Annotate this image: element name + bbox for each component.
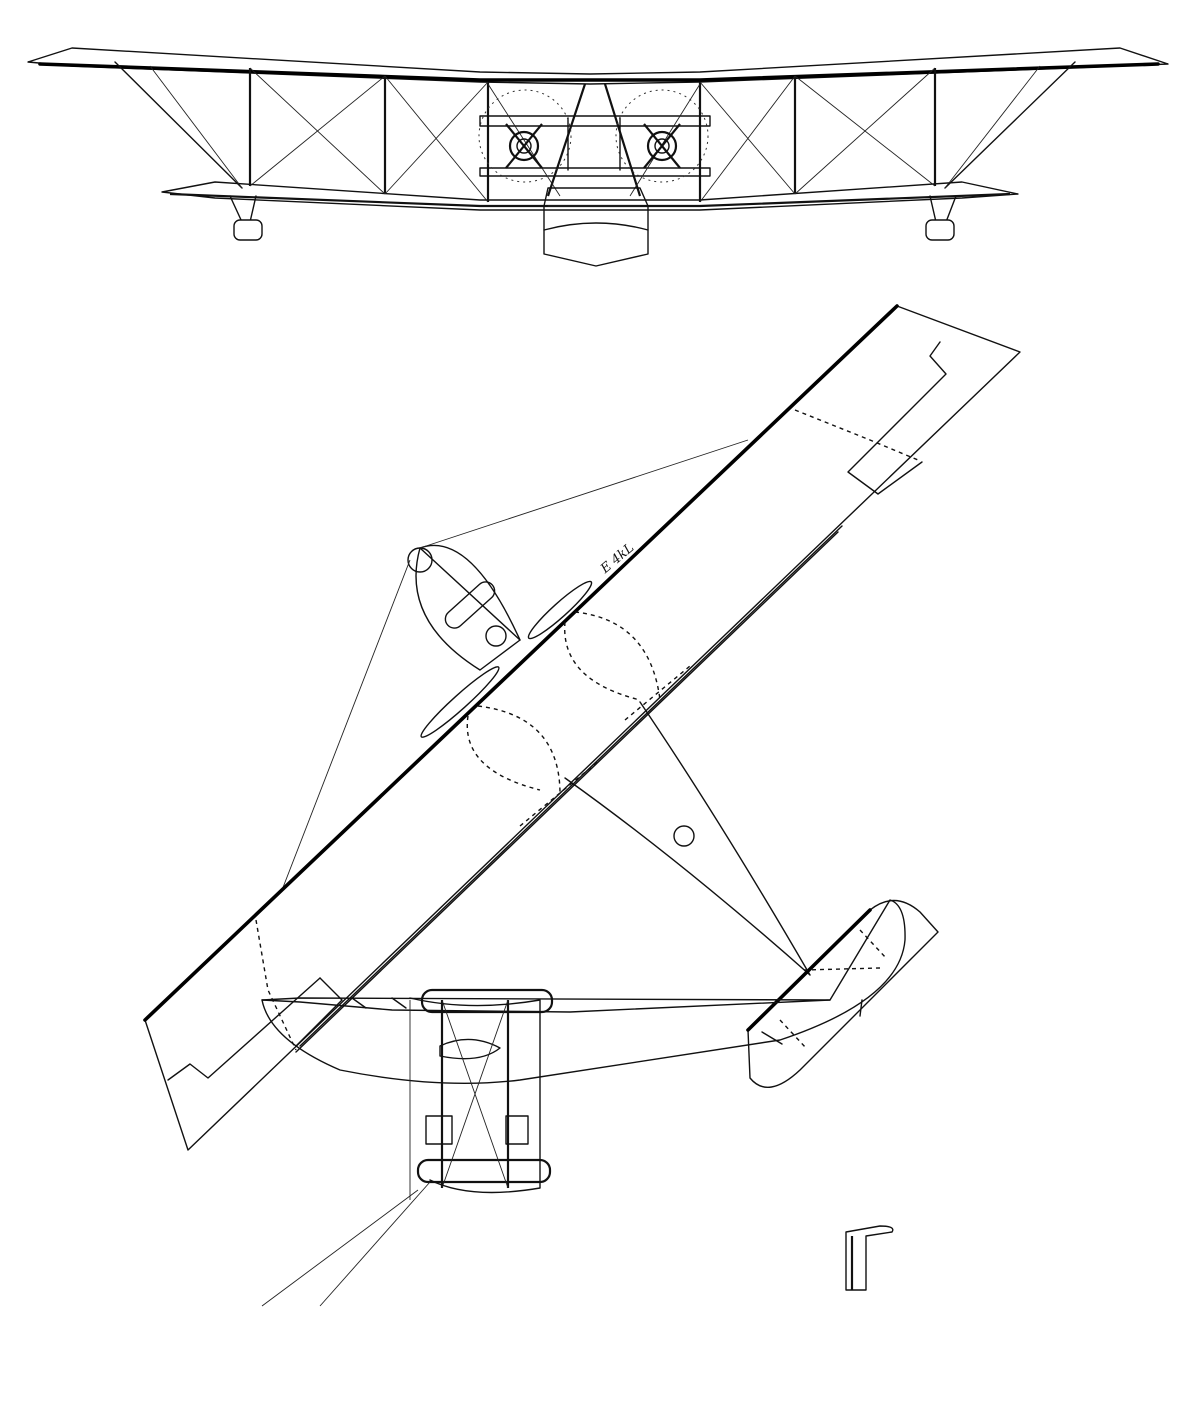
side-view — [261, 899, 906, 1307]
right-propeller-icon — [643, 123, 681, 169]
tail-fin-side — [845, 1225, 894, 1291]
tailplane-plan — [746, 899, 939, 1088]
upper-wing — [27, 47, 1169, 85]
left-float — [229, 195, 263, 241]
left-propeller-icon — [505, 123, 543, 169]
main-wing-plan — [143, 304, 1021, 1151]
wings-side — [261, 988, 554, 1307]
right-float — [925, 195, 957, 241]
hull-front — [543, 187, 649, 267]
fuselage-plan — [281, 439, 811, 976]
front-view — [27, 47, 1169, 267]
bracing-wires — [149, 65, 1041, 203]
interplane-struts — [248, 68, 937, 202]
hull-side — [261, 899, 906, 1085]
plan-view: E 4kL — [143, 304, 1021, 1151]
